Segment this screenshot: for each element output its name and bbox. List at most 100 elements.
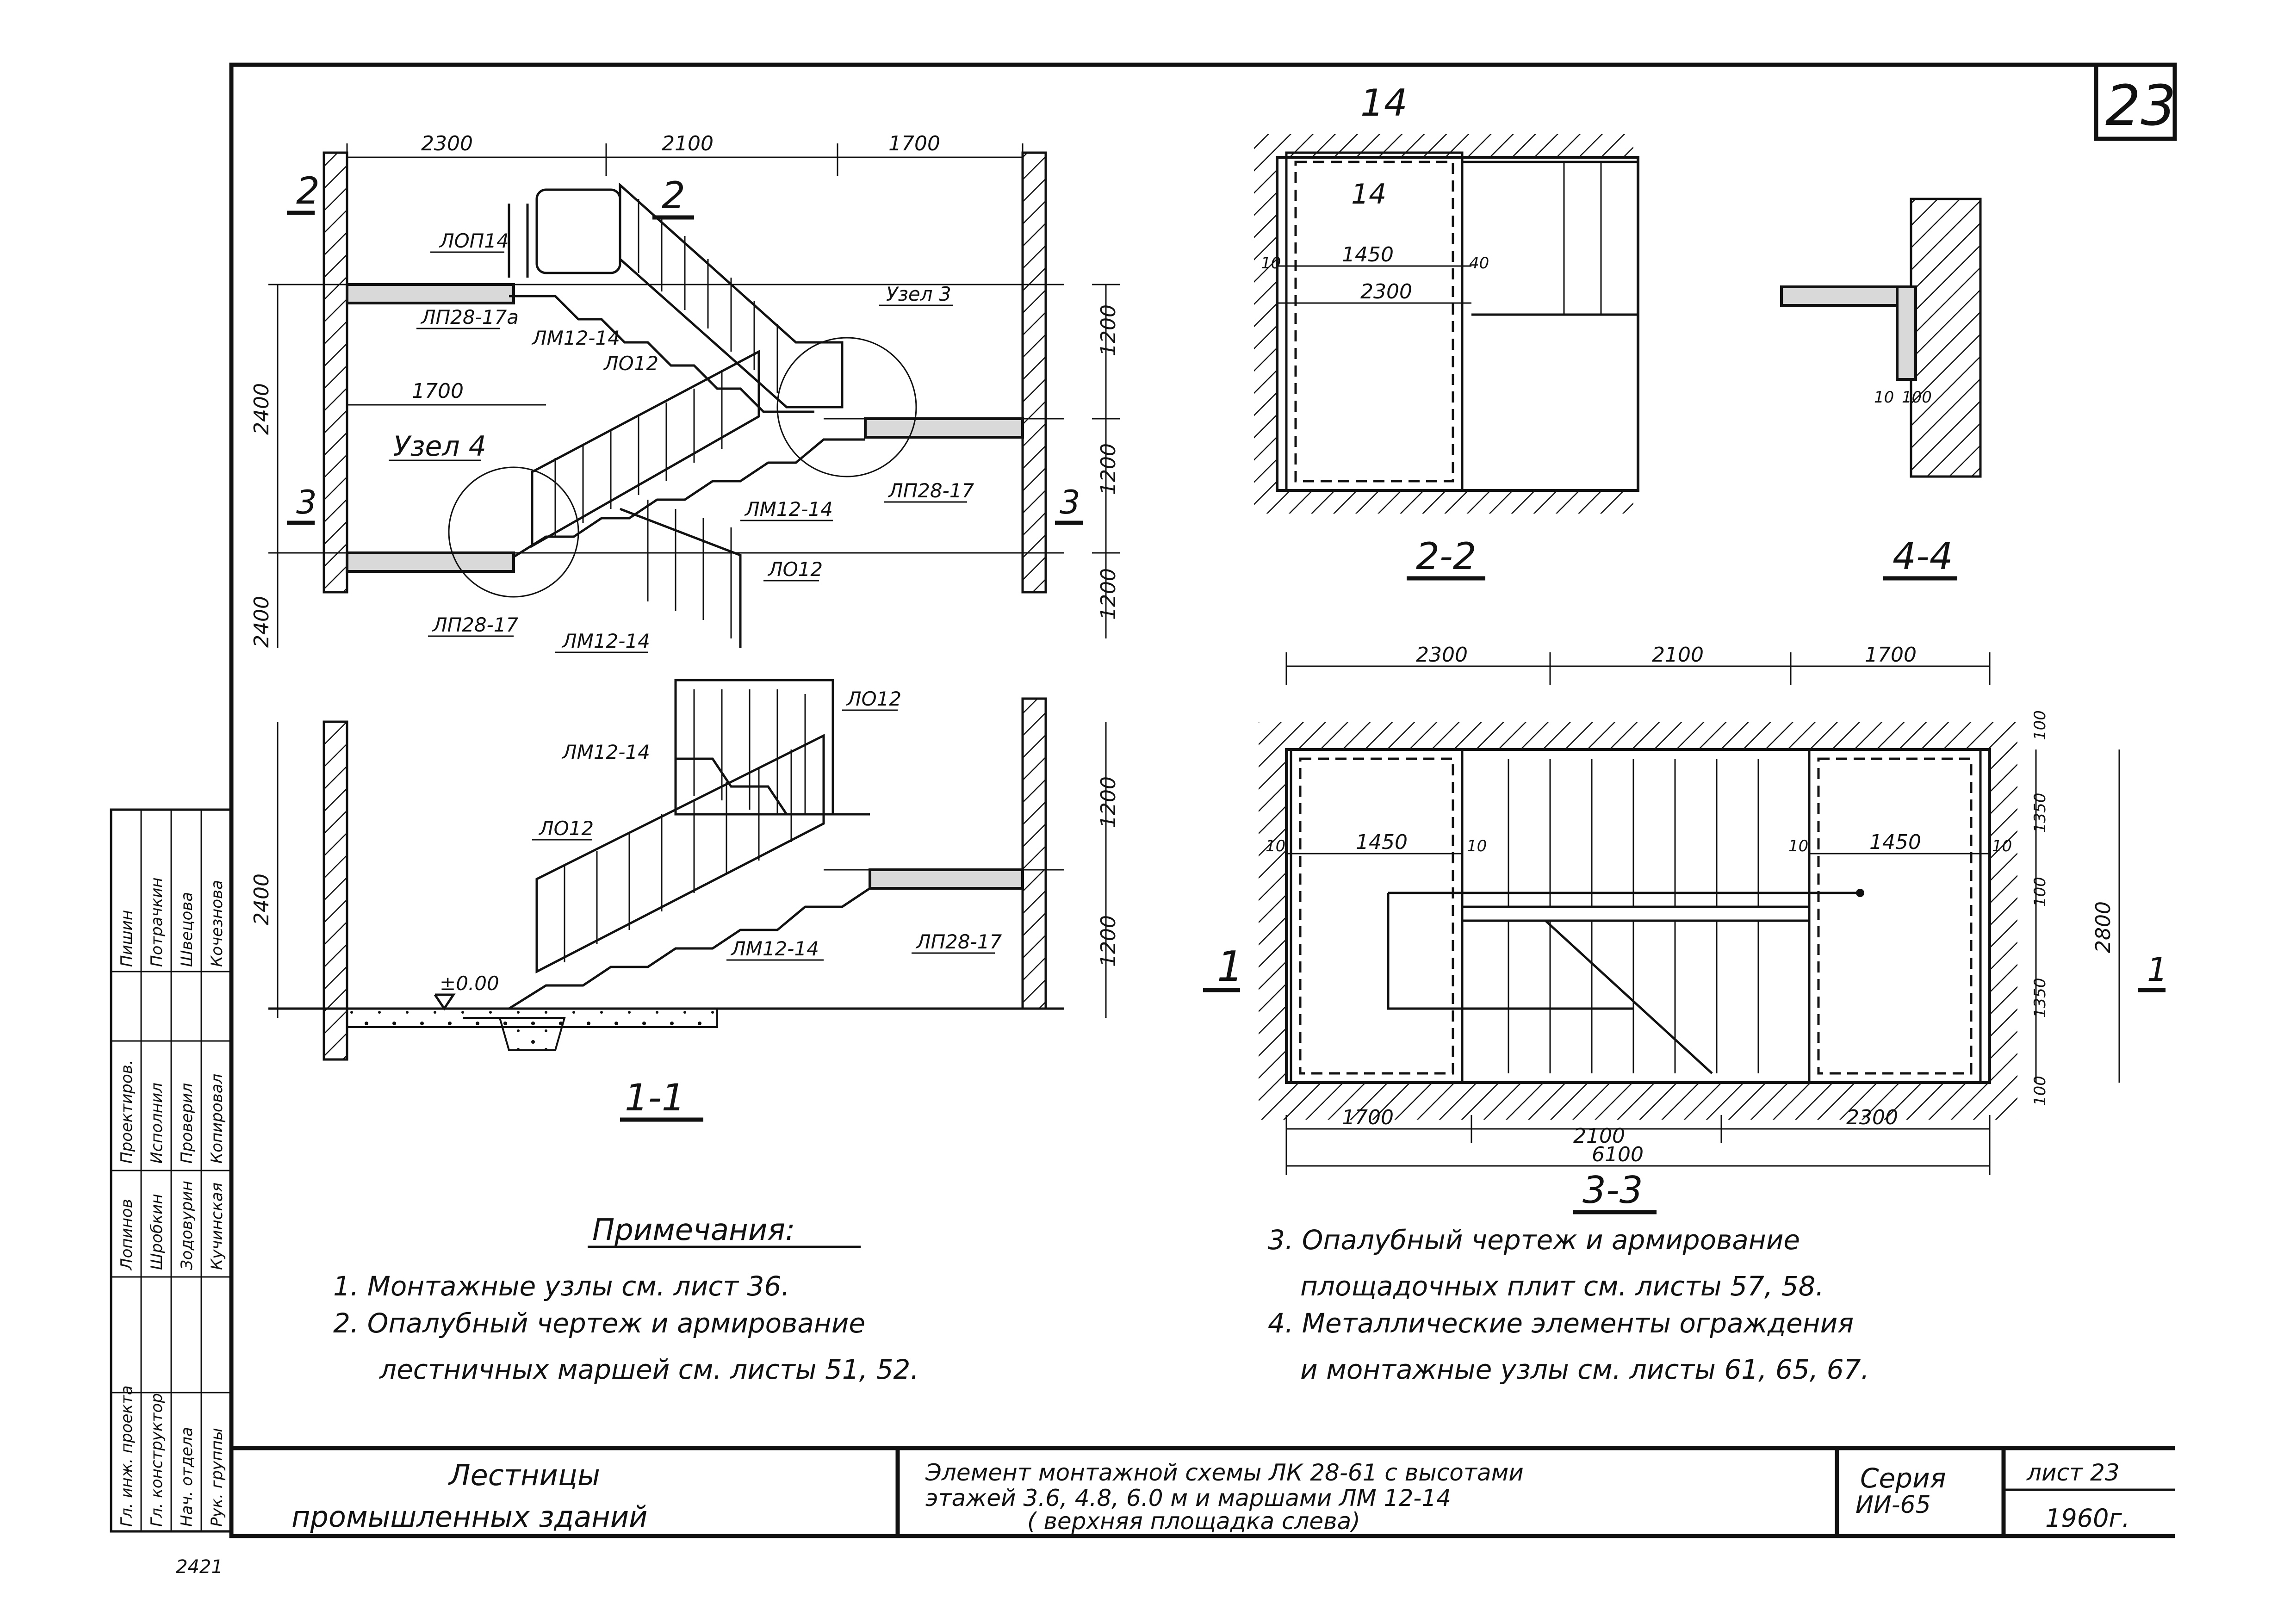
dim-left-1: 2400 bbox=[250, 383, 273, 435]
plan-3-3-inner-10-c: 10 bbox=[1788, 837, 1808, 855]
label-lower-lo12-top: ЛО12 bbox=[846, 688, 901, 710]
plan-3-3-right-dim-3: 100 bbox=[2031, 877, 2049, 907]
dim-right-2: 1200 bbox=[1097, 443, 1120, 495]
dim-top-3: 1700 bbox=[888, 132, 940, 155]
notes-heading: Примечания: bbox=[592, 1213, 795, 1247]
section-2-mid: 2 bbox=[662, 174, 685, 217]
plan-2-2-title: 2-2 bbox=[1416, 535, 1477, 578]
label-lower-lm12-14-top: ЛМ12-14 bbox=[561, 741, 650, 763]
detail-4-4-dim-100: 100 bbox=[1902, 388, 1932, 407]
sheet-label: лист 23 bbox=[2026, 1459, 2120, 1486]
plan-3-3-height-dim: 2800 bbox=[2091, 901, 2115, 953]
note-2a: 2. Опалубный чертеж и армирование bbox=[333, 1307, 865, 1339]
note-3a: 3. Опалубный чертеж и армирование bbox=[1268, 1224, 1800, 1256]
plan-3-3-axis-right: 1 bbox=[2147, 951, 2168, 989]
note-4b: и монтажные узлы см. листы 61, 65, 67. bbox=[1300, 1354, 1869, 1385]
plan-2-2-inner-label: 14 bbox=[1351, 178, 1386, 211]
label-lm12-14-upper: ЛМ12-14 bbox=[531, 327, 620, 349]
approval-stamp: Гл. инж. проекта Гл. конструктор Нач. от… bbox=[110, 808, 233, 1533]
stamp-role2-1: Проектиров. bbox=[118, 1059, 136, 1164]
plan-3-3-inner-10-a: 10 bbox=[1266, 837, 1285, 855]
note-3b: площадочных плит см. листы 57, 58. bbox=[1300, 1270, 1824, 1302]
dim-lower-right-1: 1200 bbox=[1097, 776, 1120, 828]
node-4-label: Узел 4 bbox=[393, 430, 486, 463]
label-lower-lp28-17: ЛП28-17 bbox=[915, 930, 1002, 953]
plan-3-3: 2300 2100 1700 bbox=[1203, 643, 2168, 1214]
label-lm12-14-low: ЛМ12-14 bbox=[561, 630, 650, 652]
plan-3-3-inner-1450-right: 1450 bbox=[1869, 830, 1921, 854]
plan-2-2-top-label: 14 bbox=[1360, 81, 1408, 124]
plan-3-3-top-dim-2: 2100 bbox=[1652, 643, 1704, 667]
detail-4-4-title: 4-4 bbox=[1893, 535, 1953, 578]
plan-2-2-dim-2300: 2300 bbox=[1360, 280, 1412, 304]
year-label: 1960г. bbox=[2045, 1504, 2130, 1533]
plan-2-2: 14 14 1450 2300 10 40 2-2 bbox=[1254, 81, 1639, 581]
bottom-note: 2421 bbox=[176, 1556, 223, 1578]
stamp-name-1: Лопинов bbox=[118, 1199, 136, 1271]
view-1-1-title: 1-1 bbox=[625, 1076, 685, 1119]
plan-2-2-dim-40: 40 bbox=[1469, 254, 1489, 273]
stamp-role2-2: Исполнил bbox=[148, 1083, 166, 1164]
stamp-name2-1: Пишин bbox=[118, 910, 136, 967]
dim-lower-right-2: 1200 bbox=[1097, 915, 1120, 967]
title-block: Лестницы промышленных зданий Элемент мон… bbox=[292, 1448, 2175, 1536]
plan-3-3-right-dim-5: 100 bbox=[2031, 1076, 2049, 1106]
stamp-name2-2: Потрачкин bbox=[148, 877, 166, 967]
stamp-name2-4: Кочезнова bbox=[208, 880, 226, 967]
node-3-label: Узел 3 bbox=[886, 283, 951, 305]
dim-top-2: 2100 bbox=[662, 132, 714, 155]
plan-3-3-bottom-dim-3: 2300 bbox=[1846, 1106, 1898, 1129]
note-2b: лестничных маршей см. листы 51, 52. bbox=[379, 1354, 919, 1385]
plan-3-3-right-dim-2: 1350 bbox=[2031, 793, 2049, 833]
level-mark: ±0.00 bbox=[440, 972, 499, 995]
label-lower-lm12-14: ЛМ12-14 bbox=[730, 937, 819, 960]
plan-3-3-inner-10-b: 10 bbox=[1467, 837, 1487, 855]
stamp-name2-3: Швецова bbox=[178, 892, 196, 967]
dim-top-1: 2300 bbox=[421, 132, 473, 155]
label-lo12-upper: ЛО12 bbox=[603, 352, 658, 375]
stamp-role-2: Гл. конструктор bbox=[148, 1393, 166, 1527]
plan-3-3-top-dim-3: 1700 bbox=[1865, 643, 1917, 667]
label-lo12-mid: ЛО12 bbox=[767, 558, 823, 581]
plan-3-3-bottom-dim-2: 2100 bbox=[1573, 1124, 1625, 1148]
detail-4-4-dim-10: 10 bbox=[1874, 388, 1894, 407]
notes: Примечания: 1. Монтажные узлы см. лист 3… bbox=[333, 1213, 1869, 1385]
plan-3-3-bottom-dim-1: 1700 bbox=[1342, 1106, 1394, 1129]
title-left-2: промышленных зданий bbox=[292, 1500, 647, 1534]
dim-inner: 1700 bbox=[412, 379, 464, 403]
dim-right-1: 1200 bbox=[1097, 304, 1120, 356]
elevation-lower: 2400 1200 1200 ЛО12 ЛМ12-14 ЛО12 ЛМ12-14… bbox=[250, 679, 1120, 1122]
sheet-frame: 23 bbox=[229, 62, 2177, 1538]
plan-3-3-inner-1450-left: 1450 bbox=[1356, 830, 1408, 854]
stamp-role-4: Рук. группы bbox=[208, 1428, 226, 1527]
detail-4-4: 10 100 4-4 bbox=[1780, 198, 1982, 581]
plan-3-3-right-dim-4: 1350 bbox=[2031, 978, 2049, 1018]
dim-left-2: 2400 bbox=[250, 596, 273, 648]
series-value: ИИ-65 bbox=[1855, 1491, 1931, 1519]
note-1: 1. Монтажные узлы см. лист 36. bbox=[333, 1270, 790, 1302]
label-lp28-17a: ЛП28-17а bbox=[420, 306, 519, 328]
section-2-left: 2 bbox=[296, 169, 320, 212]
plan-3-3-right-dim-1: 100 bbox=[2031, 710, 2049, 740]
elevation-upper: 2300 2100 1700 2 2 3 3 bbox=[250, 132, 1120, 653]
plan-2-2-dim-1450: 1450 bbox=[1342, 243, 1394, 266]
sheet-number: 23 bbox=[2105, 74, 2176, 138]
plan-3-3-title: 3-3 bbox=[1582, 1169, 1643, 1212]
plan-3-3-top-dim-1: 2300 bbox=[1416, 643, 1468, 667]
stamp-role-1: Гл. инж. проекта bbox=[118, 1385, 136, 1527]
stamp-name-3: Зодовурин bbox=[178, 1181, 196, 1270]
stamp-name-2: Шробкин bbox=[148, 1194, 166, 1270]
stamp-role2-3: Проверил bbox=[178, 1083, 196, 1164]
stamp-role2-4: Копировал bbox=[208, 1074, 226, 1164]
title-desc-3: ( верхняя площадка слева) bbox=[1027, 1508, 1360, 1535]
plan-3-3-inner-10-d: 10 bbox=[1992, 837, 2012, 855]
plan-3-3-total-dim: 6100 bbox=[1592, 1143, 1644, 1166]
label-lp28-17-low: ЛП28-17 bbox=[432, 613, 518, 636]
stamp-role-3: Нач. отдела bbox=[178, 1427, 196, 1527]
section-3-left: 3 bbox=[296, 483, 317, 521]
plan-2-2-dim-10: 10 bbox=[1261, 254, 1281, 273]
section-3-right: 3 bbox=[1060, 483, 1080, 521]
label-lower-lo12: ЛО12 bbox=[538, 817, 594, 840]
title-desc-1: Элемент монтажной схемы ЛК 28-61 с высот… bbox=[925, 1459, 1524, 1486]
